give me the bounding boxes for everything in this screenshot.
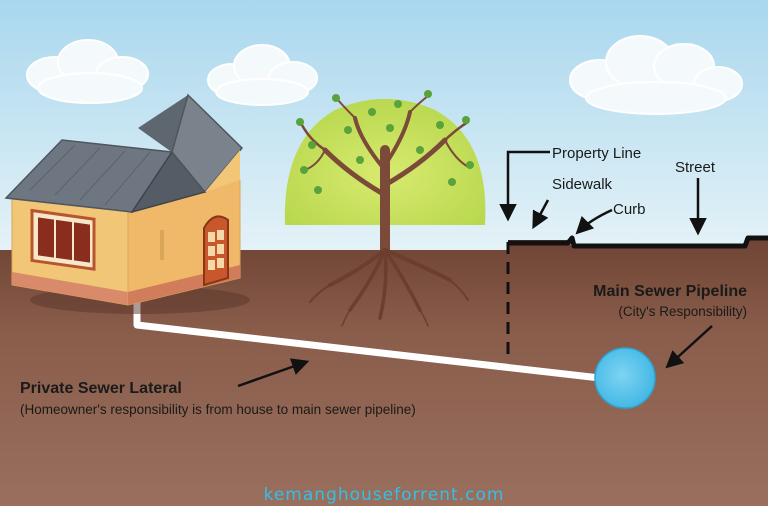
curb-arrow	[575, 208, 613, 235]
curb-label: Curb	[613, 201, 646, 218]
arrows	[237, 150, 713, 388]
house-door	[203, 215, 229, 287]
house-window	[30, 208, 96, 271]
house	[4, 93, 250, 314]
street-surface	[508, 235, 768, 249]
sidewalk-label: Sidewalk	[552, 176, 613, 193]
lateral-note: (Homeowner's responsibility is from hous…	[20, 402, 416, 417]
street-label: Street	[675, 159, 716, 176]
tree	[284, 90, 486, 327]
main-pipeline-note: (City's Responsibility)	[618, 304, 747, 319]
property-line-label: Property Line	[552, 145, 641, 162]
main-pipeline-arrow	[665, 325, 713, 369]
watermark: kemanghouseforrent.com	[264, 485, 505, 505]
property-line-arrow	[499, 150, 550, 222]
lateral-title: Private Sewer Lateral	[20, 380, 182, 397]
sidewalk-arrow	[532, 199, 550, 230]
main-pipeline-title: Main Sewer Pipeline	[593, 283, 747, 300]
cloud-left	[26, 39, 149, 104]
cloud-middle	[207, 44, 318, 106]
lateral-arrow	[237, 358, 310, 388]
main-sewer-pipe	[594, 347, 656, 409]
cloud-right	[569, 35, 743, 115]
